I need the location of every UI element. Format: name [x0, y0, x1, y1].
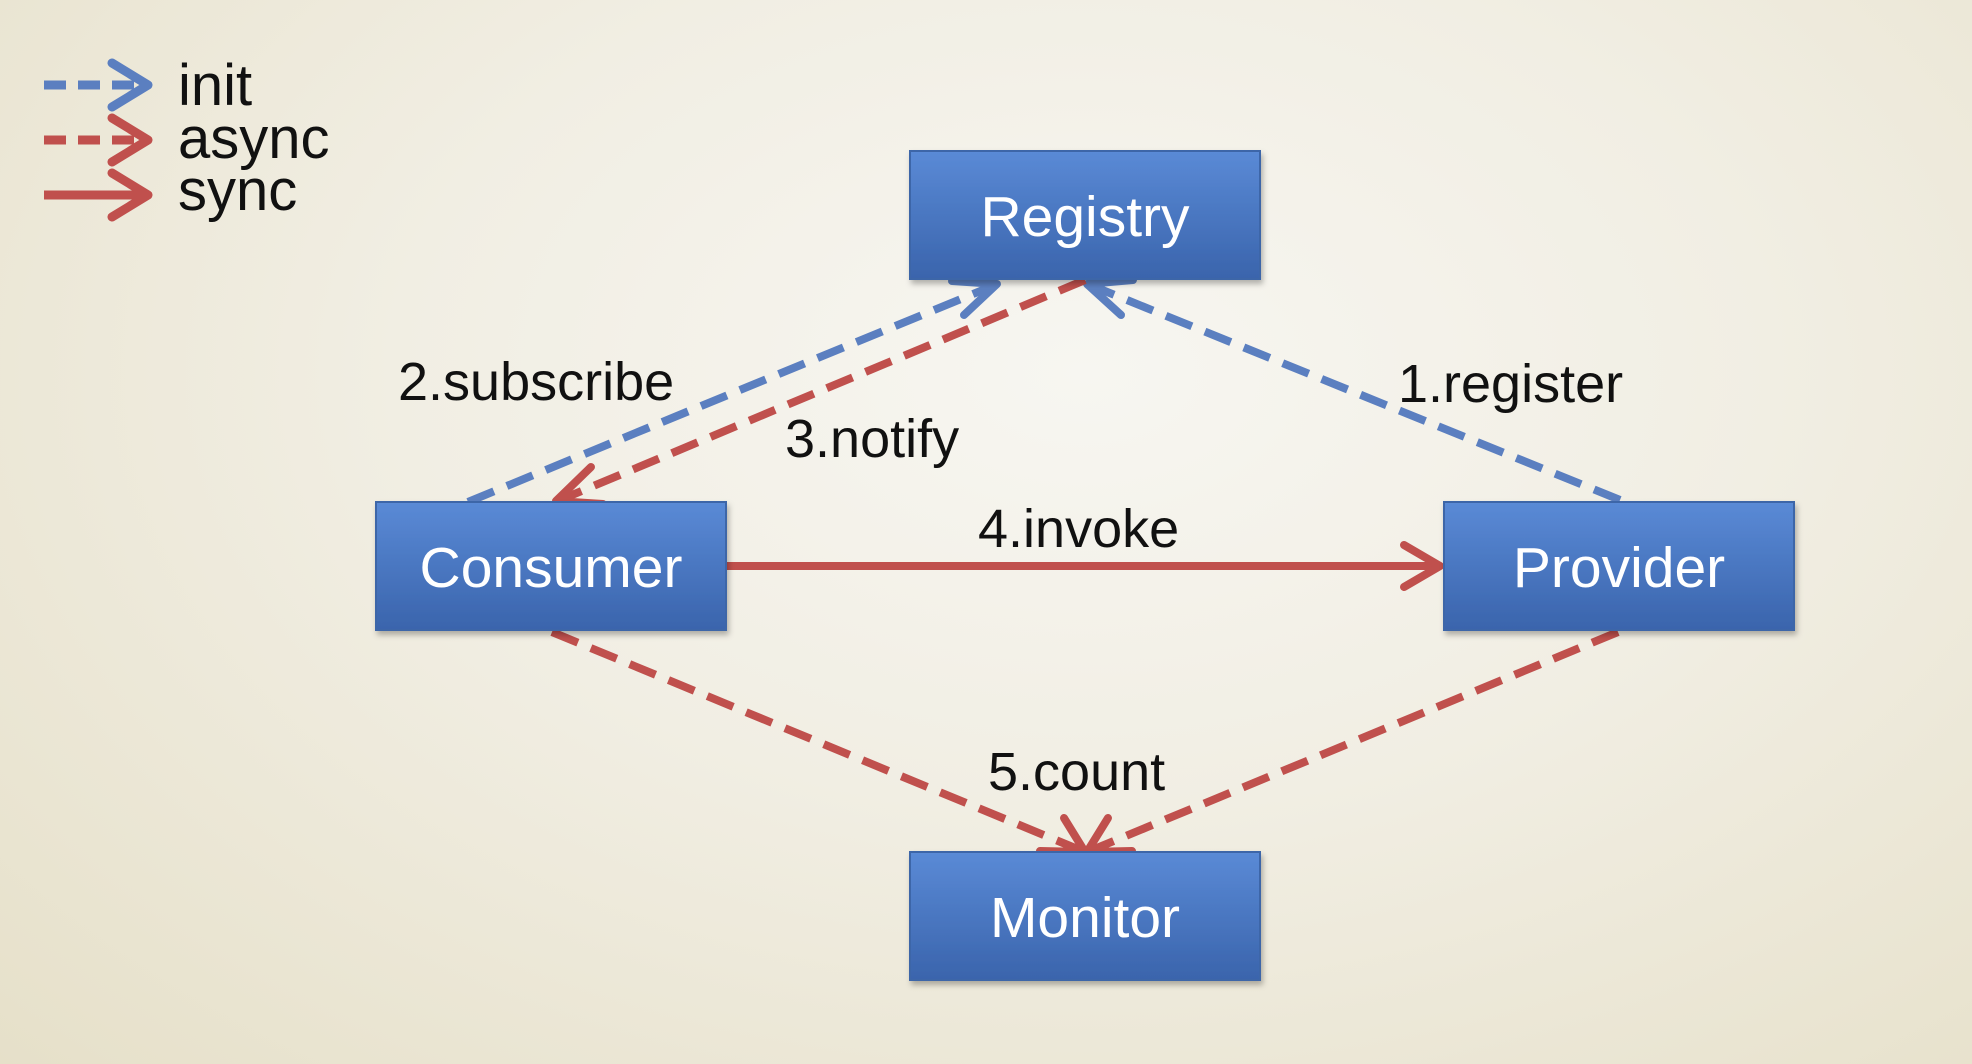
edge-notify-label: 3.notify: [785, 409, 959, 469]
node-monitor: Monitor: [909, 851, 1261, 981]
node-provider: Provider: [1443, 501, 1795, 631]
edge-subscribe-label: 2.subscribe: [398, 352, 674, 412]
node-monitor-label: Monitor: [990, 886, 1180, 950]
node-provider-label: Provider: [1513, 536, 1725, 600]
legend-sync-arrow: [44, 168, 153, 222]
legend: init async sync: [44, 53, 330, 223]
legend-async-arrow: [44, 113, 153, 167]
legend-sync-label: sync: [178, 158, 297, 223]
edge-subscribe-arrow: [466, 277, 1001, 506]
edge-count-label: 5.count: [988, 742, 1165, 802]
edge-invoke-arrow: [726, 541, 1444, 591]
legend-init-label: init: [178, 53, 252, 118]
legend-async-label: async: [178, 106, 330, 171]
edge-register-label: 1.register: [1398, 354, 1623, 414]
node-registry: Registry: [909, 150, 1261, 280]
node-consumer: Consumer: [375, 501, 727, 631]
edge-register-arrow: [1083, 276, 1622, 504]
node-consumer-label: Consumer: [420, 536, 683, 600]
legend-init-arrow: [44, 58, 153, 112]
edge-invoke-label: 4.invoke: [978, 499, 1179, 559]
node-registry-label: Registry: [980, 185, 1190, 249]
edge-count-provider-arrow: [1083, 628, 1620, 856]
